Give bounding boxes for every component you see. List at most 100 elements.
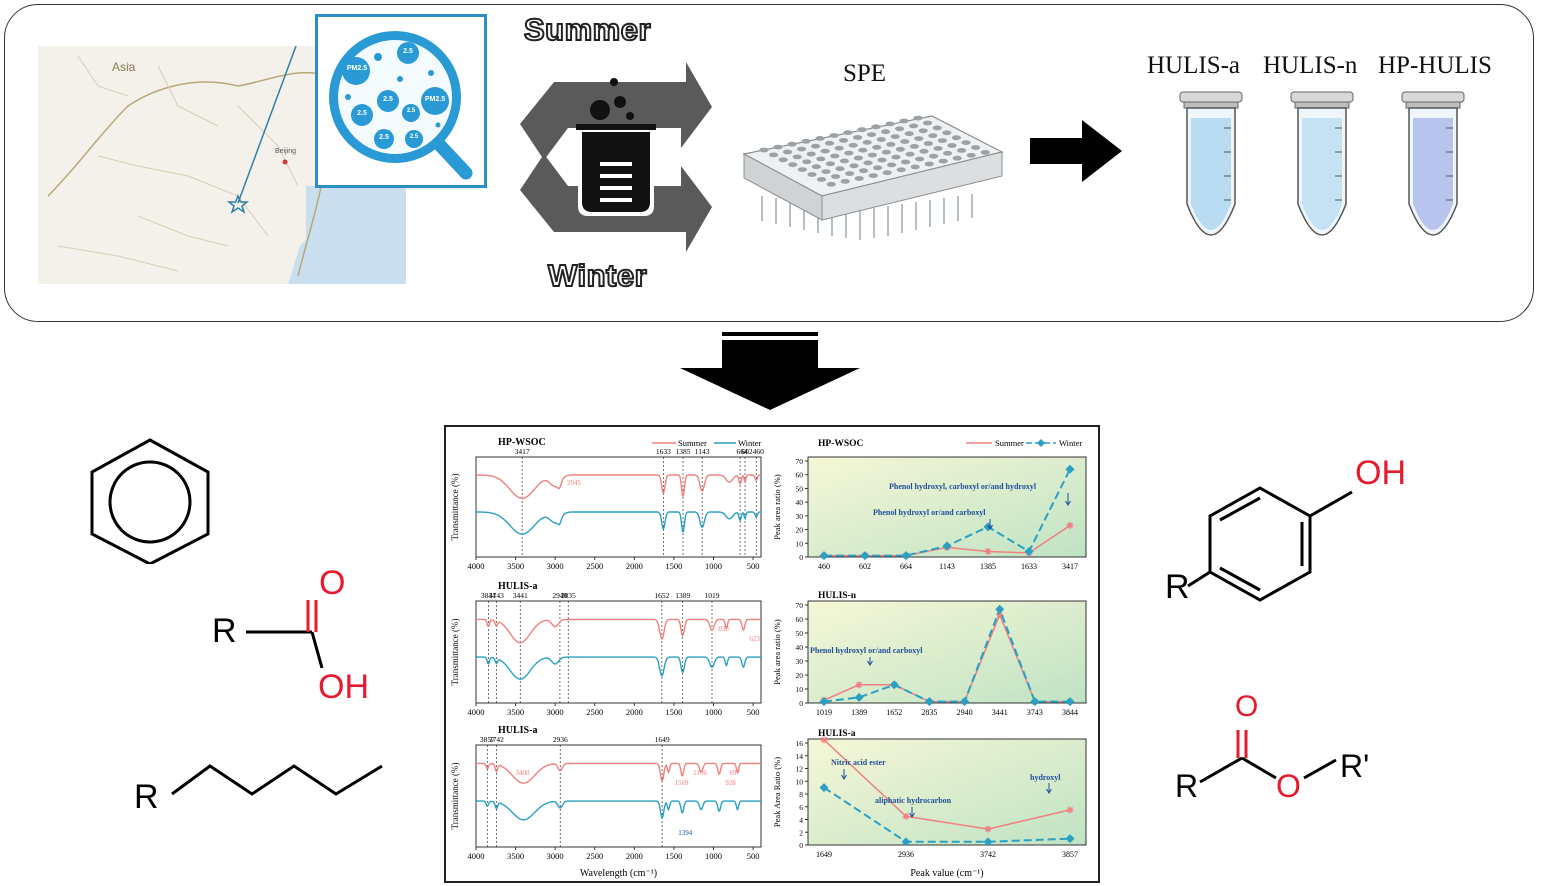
ftir-x-tick-label: 3000 <box>547 851 564 861</box>
spe-well <box>896 167 906 173</box>
winter-data-point <box>1065 697 1075 707</box>
ftir-x-tick-label: 500 <box>747 851 760 861</box>
winter-data-point <box>1065 464 1075 474</box>
annotation-arrowhead <box>841 774 847 780</box>
winter-data-point <box>1030 697 1040 707</box>
spe-well <box>831 174 841 179</box>
chart-annotation: Phenol hydroxyl or/and carboxyl <box>873 508 986 517</box>
chart-plot-area <box>807 600 1087 704</box>
chart-y-tick-label: 0 <box>799 553 803 562</box>
spe-well <box>895 146 905 152</box>
spe-well <box>787 141 797 147</box>
spe-well <box>885 121 895 127</box>
beaker-icon <box>576 78 656 216</box>
chart-y-tick-label: 6 <box>799 803 803 812</box>
ftir-peak-label: 3417 <box>515 447 530 456</box>
legend-winter-label: Winter <box>1059 438 1082 448</box>
tube-label: HULIS-n <box>1263 52 1358 79</box>
legend-winter-marker <box>1037 439 1045 447</box>
spe-well <box>840 179 850 184</box>
spe-well <box>937 138 947 143</box>
ester-structure <box>1199 730 1337 784</box>
chart-title: HULIS-a <box>818 729 856 739</box>
oxygen-label: O <box>319 564 346 602</box>
ftir-peak-label: 3857 <box>480 735 495 744</box>
spe-well <box>900 139 910 144</box>
spe-well <box>947 143 957 148</box>
chart-ylabel: Peak area ratio (%) <box>772 619 782 685</box>
annotation-arrowhead <box>867 660 873 666</box>
spe-well <box>802 159 812 165</box>
ftir-x-tick-label: 2500 <box>586 707 603 717</box>
annotation-arrowhead <box>987 524 993 530</box>
chart-x-tick-label: 1385 <box>980 562 996 571</box>
spe-well <box>815 136 825 141</box>
spe-well <box>909 123 919 129</box>
spe-well <box>845 171 855 176</box>
summer-data-point <box>1066 806 1074 814</box>
spe-well <box>859 168 869 174</box>
chart-x-tick-label: 1633 <box>1021 562 1037 571</box>
ftir-x-tick-label: 1000 <box>705 707 722 717</box>
ftir-peak-label: 3441 <box>513 591 528 600</box>
spe-well <box>913 115 923 121</box>
spe-well <box>839 138 849 143</box>
chart-y-tick-label: 4 <box>799 816 803 825</box>
tube-set <box>1179 91 1465 236</box>
down-arrow-icon <box>680 332 860 410</box>
ftir-peak-label: 1143 <box>695 447 710 456</box>
spe-well <box>843 130 853 135</box>
spe-well <box>867 152 877 158</box>
ftir-x-tick-label: 3500 <box>507 561 524 571</box>
spe-well <box>943 150 953 156</box>
oxygen-label: O <box>1235 690 1259 723</box>
spe-well <box>909 144 919 149</box>
chart-y-tick-label: 20 <box>796 526 804 535</box>
summer-data-point <box>984 548 992 556</box>
summer-data-point <box>984 825 992 833</box>
spe-well <box>862 140 872 145</box>
spe-well <box>807 172 817 177</box>
workflow-panel <box>4 4 1534 322</box>
chart-x-tick-label: 3441 <box>992 708 1008 717</box>
ftir-peak-label: 3743 <box>489 591 504 600</box>
ftir-red-label: 623 <box>749 635 760 643</box>
r-group-label: R <box>1165 568 1190 606</box>
hydroxyl-label: OH <box>318 668 369 706</box>
alkyl-chain-structure <box>171 764 383 796</box>
spe-well <box>887 162 897 168</box>
winter-data-point <box>924 697 934 707</box>
spe-well <box>891 154 901 160</box>
chart-x-tick-label: 664 <box>900 562 912 571</box>
winter-data-point <box>942 541 952 551</box>
centrifuge-tube-icon <box>1290 91 1354 236</box>
spe-well <box>933 146 943 151</box>
spe-well <box>872 144 882 150</box>
spe-well <box>826 181 836 187</box>
spe-well <box>924 161 934 167</box>
chart-y-tick-label: 16 <box>796 739 804 748</box>
chart-y-tick-label: 10 <box>796 685 804 694</box>
ftir-peak-label: 602 <box>741 447 753 456</box>
tube-rim <box>1183 101 1239 109</box>
chart-y-tick-label: 2 <box>799 828 803 837</box>
ftir-peak-label: 1652 <box>654 591 669 600</box>
spe-well <box>849 163 859 169</box>
ftir-ylabel: Transmittance (%) <box>450 763 460 830</box>
ftir-peak-label: 2936 <box>553 735 568 744</box>
legend-summer-label: Summer <box>678 438 707 448</box>
spe-well <box>971 145 981 150</box>
hydroxyl-label: OH <box>1355 454 1406 492</box>
tube-rim <box>1405 101 1461 109</box>
spe-well <box>816 156 826 162</box>
chart-x-tick-label: 2835 <box>921 708 937 717</box>
winter-data-point <box>1024 547 1034 557</box>
spe-well <box>881 149 891 155</box>
chart-annotation: Phenol hydroxyl, carboxyl or/and hydroxy… <box>889 482 1037 491</box>
spe-well <box>881 129 891 135</box>
spe-well <box>877 157 887 163</box>
spe-well <box>811 143 821 149</box>
ester-oxygen-label: O <box>1276 768 1301 804</box>
chart-y-tick-label: 12 <box>796 765 804 774</box>
map-region-label: Asia <box>112 60 136 74</box>
